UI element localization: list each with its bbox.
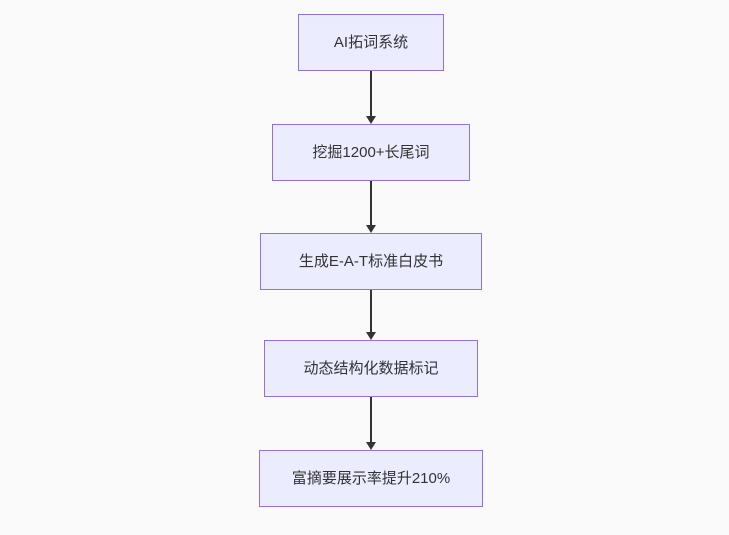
node-label: 挖掘1200+长尾词	[312, 144, 430, 161]
node-label: 动态结构化数据标记	[303, 360, 439, 377]
flowchart-node-rich-snippet-rate: 富摘要展示率提升210%	[259, 450, 483, 507]
flowchart-node-structured-data-markup: 动态结构化数据标记	[264, 340, 478, 397]
edge-line	[370, 71, 372, 116]
flowchart-node-longtail-keywords: 挖掘1200+长尾词	[272, 124, 470, 181]
flowchart-node-ai-word-system: AI拓词系统	[298, 14, 444, 71]
arrowhead-down-icon	[366, 116, 376, 124]
edge-line	[370, 290, 372, 332]
node-label: 生成E-A-T标准白皮书	[298, 253, 444, 270]
arrowhead-down-icon	[366, 442, 376, 450]
flowchart-edge-4	[365, 397, 377, 450]
edge-line	[370, 181, 372, 225]
edge-line	[370, 397, 372, 442]
flowchart-node-eat-whitepaper: 生成E-A-T标准白皮书	[260, 233, 482, 290]
arrowhead-down-icon	[366, 225, 376, 233]
flowchart-edge-1	[365, 71, 377, 124]
node-label: 富摘要展示率提升210%	[291, 470, 451, 487]
flowchart-edge-2	[365, 181, 377, 233]
node-label: AI拓词系统	[333, 34, 409, 51]
flowchart-edge-3	[365, 290, 377, 340]
arrowhead-down-icon	[366, 332, 376, 340]
